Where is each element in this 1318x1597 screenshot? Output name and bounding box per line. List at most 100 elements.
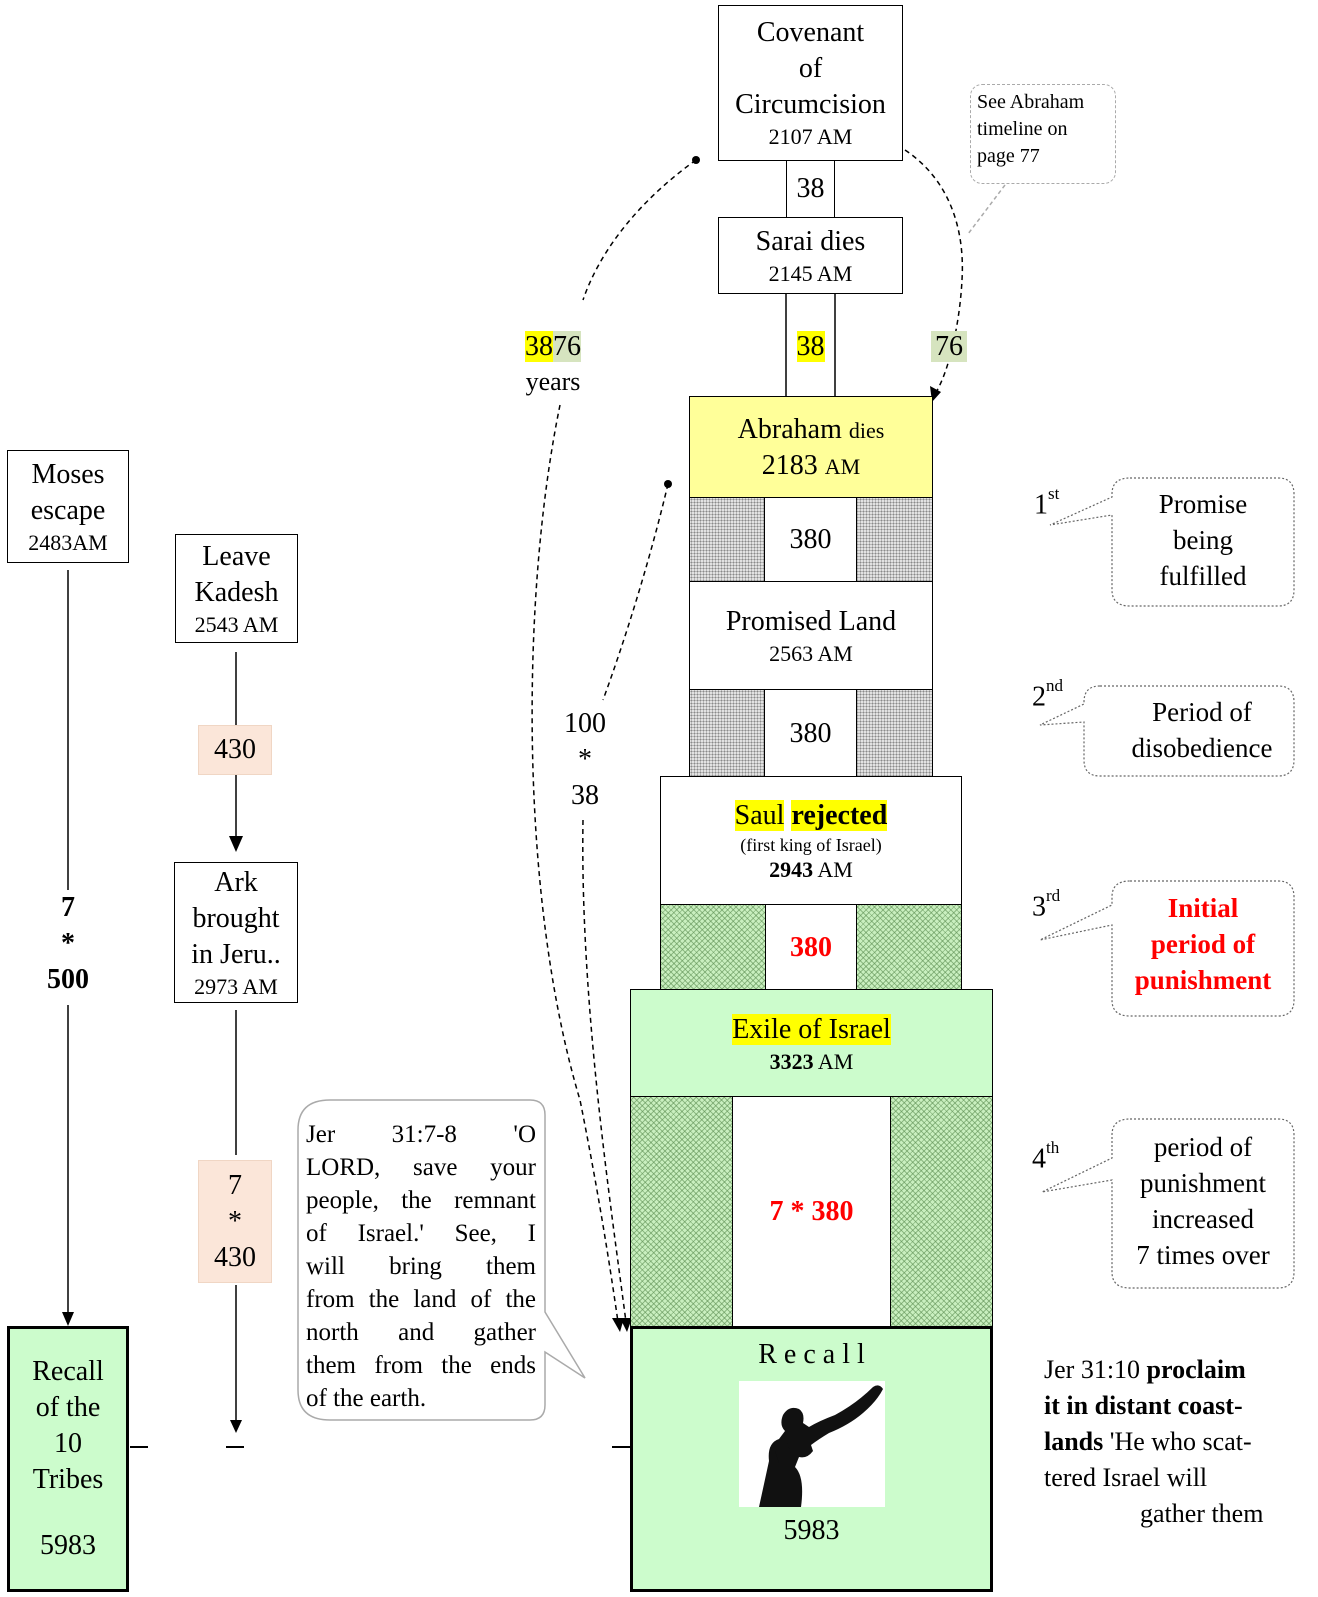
- sarai-year: 2145 AM: [768, 260, 853, 286]
- note-tail: [967, 184, 1006, 235]
- kadesh-arrowhead: [229, 836, 243, 852]
- ordinal-1: 1st: [1034, 484, 1060, 521]
- years-3876-label: 3876 years: [505, 329, 601, 399]
- saul-title: Saul rejected: [734, 800, 888, 831]
- moses-span-line-2: *: [61, 928, 75, 959]
- ark-arrowhead: [230, 1420, 242, 1433]
- gap-2-label: 38: [786, 329, 835, 365]
- gap-2-side-label: 76: [925, 329, 973, 365]
- period-4-value: 7 * 380: [769, 1196, 854, 1227]
- exile-year: 3323 AM: [769, 1048, 854, 1074]
- callout-1-line-1: Promise: [1158, 489, 1248, 519]
- left-recall-year: 5983: [40, 1530, 96, 1561]
- sarai-box: Sarai dies 2145 AM: [718, 217, 903, 294]
- abraham-box: Abraham dies 2183 AM: [689, 396, 933, 499]
- saul-subtitle: (first king of Israel): [740, 835, 882, 855]
- gap-2-side-value: 76: [931, 331, 967, 362]
- jer-line-2: LORD, save your: [306, 1154, 536, 1181]
- callout-4-shape: [1041, 1118, 1295, 1289]
- moses-arrowhead: [62, 1312, 74, 1326]
- callout-4-line-1: period of: [1153, 1132, 1253, 1162]
- covenant-line-1: Covenant: [756, 17, 865, 48]
- years-unit: years: [525, 367, 581, 396]
- dot-abraham: [664, 480, 672, 488]
- arrowhead-100x38: [620, 1318, 632, 1332]
- span-7x430-line-3: 430: [214, 1241, 256, 1273]
- dot-covenant: [692, 156, 700, 164]
- left-recall-line-2: of the: [35, 1392, 101, 1423]
- promised-land-title: Promised Land: [725, 606, 897, 637]
- jer-line-8: them from the ends: [306, 1352, 536, 1379]
- arrowhead-3876: [612, 1318, 624, 1332]
- shofar-image: [738, 1381, 885, 1507]
- period-2-box: 380: [764, 689, 857, 778]
- moses-line-1: Moses: [31, 458, 105, 490]
- moses-year: 2483AM: [28, 529, 108, 555]
- moses-line-2: escape: [30, 494, 106, 526]
- left-recall-line-3: 10: [54, 1428, 82, 1459]
- kadesh-line-2: Kadesh: [194, 576, 279, 608]
- abraham-title: Abraham dies: [737, 413, 885, 445]
- period-2-value: 380: [789, 717, 832, 749]
- kadesh-year: 2543 AM: [194, 611, 279, 637]
- gap-2-value: 38: [796, 331, 825, 362]
- jer-line-6: from the land of the: [306, 1286, 536, 1313]
- span-7x430-line-2: *: [228, 1205, 242, 1237]
- callout-1-line-2: being: [1173, 525, 1233, 555]
- span-430-box: 430: [198, 725, 272, 775]
- multiplier-line-2: *: [578, 744, 592, 775]
- ordinal-3: 3rd: [1032, 886, 1061, 923]
- moses-span-line-3: 500: [47, 964, 89, 995]
- callout-1-shape: [1049, 477, 1295, 607]
- multiplier-label: 100 * 38: [560, 706, 610, 814]
- jer-31-10-text: Jer 31:10 proclaim it in distant coast- …: [1044, 1352, 1294, 1532]
- moses-box: Moses escape 2483AM: [7, 450, 129, 563]
- callout-2-shape: [1039, 685, 1295, 777]
- ordinal-4: 4th: [1032, 1138, 1060, 1175]
- period-4-left-hatch: [630, 1096, 734, 1328]
- callout-3-line-2: period of: [1150, 929, 1256, 959]
- moses-span-label: 7 * 500: [30, 890, 106, 998]
- years-3876-value: 3876: [525, 331, 581, 362]
- callout-2-text: Period of disobedience: [1110, 694, 1294, 766]
- callout-2-line-1: Period of: [1152, 697, 1252, 727]
- jer-31-10-line-4: tered Israel will: [1044, 1463, 1208, 1492]
- recall-year: 5983: [783, 1515, 840, 1546]
- period-4-right-hatch: [889, 1096, 993, 1328]
- kadesh-box: Leave Kadesh 2543 AM: [175, 534, 298, 643]
- jeremiah-bubble-shape: [297, 1099, 586, 1421]
- left-recall-line-1: Recall: [32, 1356, 104, 1387]
- callout-3-text: Initial period of punishment: [1112, 890, 1294, 998]
- saul-year: 2943 AM: [769, 857, 853, 882]
- callout-4-line-4: 7 times over: [1136, 1240, 1270, 1270]
- ark-line-3: in Jeru..: [191, 938, 281, 970]
- ordinal-2: 2nd: [1032, 676, 1063, 713]
- sarai-title: Sarai dies: [755, 225, 866, 257]
- promised-land-box: Promised Land 2563 AM: [689, 581, 933, 691]
- recall-box: R e c a l l 5983: [630, 1326, 993, 1592]
- jer-line-4: of Israel.' See, I: [306, 1220, 536, 1247]
- callout-3-line-1: Initial: [1167, 893, 1239, 923]
- multiplier-line-1: 100: [564, 708, 606, 739]
- dashed-curve-76: [904, 149, 964, 395]
- span-430-value: 430: [214, 734, 256, 765]
- jer-31-10-line-5: gather them: [1140, 1499, 1264, 1528]
- jer-31-10-line-1: Jer 31:10 proclaim: [1044, 1355, 1246, 1384]
- shofar-silhouette-icon: [758, 1385, 883, 1507]
- ark-box: Ark brought in Jeru.. 2973 AM: [174, 862, 298, 1003]
- covenant-line-2: of: [798, 53, 823, 84]
- multiplier-line-3: 38: [571, 780, 599, 811]
- callout-1-text: Promise being fulfilled: [1112, 486, 1294, 594]
- period-3-box: 380: [765, 904, 857, 992]
- period-1-left-hatch: [689, 497, 766, 583]
- period-1-value: 380: [789, 524, 832, 555]
- jer-line-5: will bring them: [306, 1253, 536, 1280]
- callout-3-line-3: punishment: [1134, 965, 1272, 995]
- dashed-curve-100x38: [582, 483, 669, 1323]
- ark-line-1: Ark: [214, 866, 258, 898]
- callout-4-line-2: punishment: [1140, 1168, 1266, 1198]
- left-recall-box: Recall of the 10 Tribes 5983: [7, 1326, 129, 1592]
- span-7x430-box: 7 * 430: [198, 1160, 272, 1283]
- jer-line-3: people, the remnant: [306, 1187, 536, 1214]
- period-1-right-hatch: [855, 497, 933, 583]
